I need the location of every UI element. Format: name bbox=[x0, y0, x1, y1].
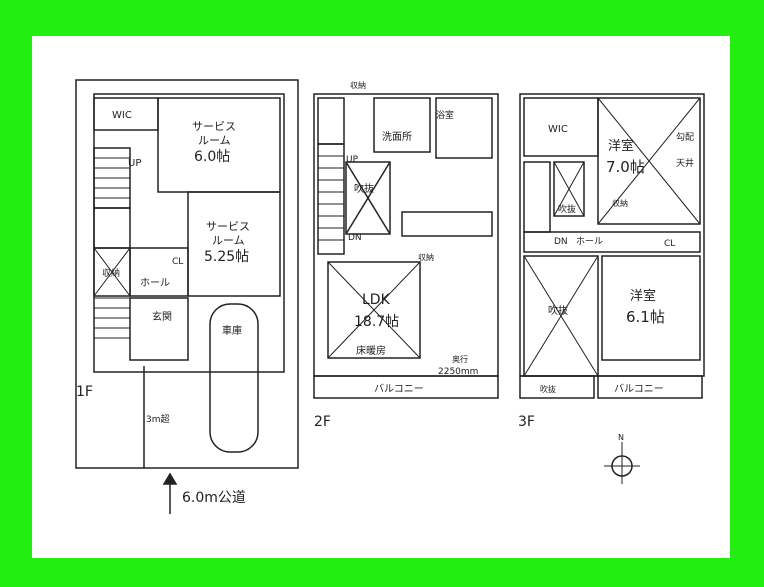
floor3-void-a bbox=[553, 161, 585, 217]
floor3-western-room-b-line2: 6.1帖 bbox=[626, 308, 665, 326]
floor2-storage-top-label: 収納 bbox=[350, 80, 366, 90]
floor1-hall bbox=[129, 247, 189, 297]
floor2-void bbox=[345, 161, 391, 235]
floor3-void-c bbox=[519, 375, 595, 399]
floor2-balcony-label: バルコニー bbox=[374, 383, 424, 395]
floor1-entrance-label: 玄関 bbox=[152, 310, 172, 323]
floor2-level-label: 2F bbox=[314, 414, 331, 430]
floor1-service-room-a-line2: ルーム bbox=[198, 134, 231, 147]
floor2-up-label: UP bbox=[346, 155, 359, 165]
floor3-storage-label: 収納 bbox=[612, 198, 628, 208]
floor3-western-room-a-line1: 洋室 bbox=[608, 138, 634, 154]
floor-plan-drawing: 1F WIC サービス ルーム 6.0帖 UP サービス ルーム 5.25帖 C… bbox=[75, 79, 705, 514]
floor1-service-room-b-line1: サービス bbox=[206, 220, 250, 233]
floor1-service-room-b-line3: 5.25帖 bbox=[204, 249, 249, 265]
floor3-sloped-ceiling-line1: 勾配 bbox=[676, 131, 694, 143]
floor1-level-label: 1F bbox=[76, 384, 93, 400]
floor3-balcony bbox=[597, 375, 703, 399]
floor3-western-room-a bbox=[597, 97, 701, 225]
floor3-wic-label: WIC bbox=[548, 124, 568, 135]
floor2-washroom bbox=[373, 97, 431, 153]
floor3-western-room-b-line1: 洋室 bbox=[630, 288, 656, 304]
floor2-bath-label: 浴室 bbox=[436, 109, 454, 121]
floor3-closet-label: CL bbox=[664, 239, 675, 249]
floor3-void-c-label: 吹抜 bbox=[540, 384, 556, 394]
floor2-washroom-label: 洗面所 bbox=[382, 131, 412, 143]
floor3-western-room-a-line2: 7.0帖 bbox=[606, 158, 645, 176]
floor2-depth-line1: 奥行 bbox=[452, 354, 468, 364]
floor2-ldk-line2: 18.7帖 bbox=[354, 314, 399, 330]
floor2-dn-label: DN bbox=[348, 233, 362, 243]
floor3-dn-label: DN bbox=[554, 237, 568, 247]
floor2-storage-mid-label: 収納 bbox=[418, 252, 434, 262]
floor1-building-outline bbox=[93, 93, 285, 373]
compass-north-label: N bbox=[618, 433, 624, 442]
floor2-toilet bbox=[317, 97, 345, 145]
floor1-wic-label: WIC bbox=[112, 110, 132, 121]
floor2-ldk-line1: LDK bbox=[362, 292, 391, 308]
floor2-bath bbox=[435, 97, 493, 159]
floor1-service-room-a-line1: サービス bbox=[192, 120, 236, 133]
floor1-storage-label: 収納 bbox=[102, 267, 120, 279]
floor2-ldk bbox=[327, 261, 421, 359]
floor1-hall-label: ホール bbox=[140, 277, 170, 289]
floor3-void-b-label: 吹抜 bbox=[548, 304, 568, 317]
floor3-hall-label: ホール bbox=[576, 236, 603, 247]
floor1-entrance bbox=[129, 297, 189, 361]
floor1-toilet bbox=[93, 207, 131, 249]
floor1-road-label: 6.0m公道 bbox=[182, 490, 246, 506]
floor1-service-room-b bbox=[187, 191, 281, 297]
floor1-garage-label: 車庫 bbox=[222, 324, 242, 337]
floor3-void-a-label: 吹抜 bbox=[558, 203, 576, 215]
floor1-service-room-a-line3: 6.0帖 bbox=[194, 149, 230, 165]
floor2-depth-line2: 2250mm bbox=[438, 367, 478, 377]
floor2-kitchen-label: 床暖房 bbox=[356, 344, 386, 357]
floor3-hall bbox=[523, 231, 701, 253]
floor2-void-label: 吹抜 bbox=[354, 182, 374, 195]
floor2-balcony bbox=[313, 375, 499, 399]
floor1-setback-label: 3m超 bbox=[146, 413, 170, 425]
floor3-western-room-b bbox=[601, 255, 701, 361]
floor1-garage-car bbox=[209, 303, 259, 453]
floor1-service-room-b-line2: ルーム bbox=[212, 234, 245, 247]
floor1-up-label: UP bbox=[128, 158, 141, 169]
floor3-level-label: 3F bbox=[518, 414, 535, 430]
floor1-closet-label: CL bbox=[172, 257, 183, 267]
floor2-stairs bbox=[317, 143, 345, 255]
floor2-kitchen-counter bbox=[401, 211, 493, 237]
floor3-balcony-label: バルコニー bbox=[614, 383, 664, 395]
floor3-sloped-ceiling-line2: 天井 bbox=[676, 157, 694, 169]
floor3-stairs bbox=[523, 161, 551, 233]
floor1-lot-outline bbox=[75, 79, 299, 469]
floor-plan-sheet: 1F WIC サービス ルーム 6.0帖 UP サービス ルーム 5.25帖 C… bbox=[32, 36, 730, 558]
